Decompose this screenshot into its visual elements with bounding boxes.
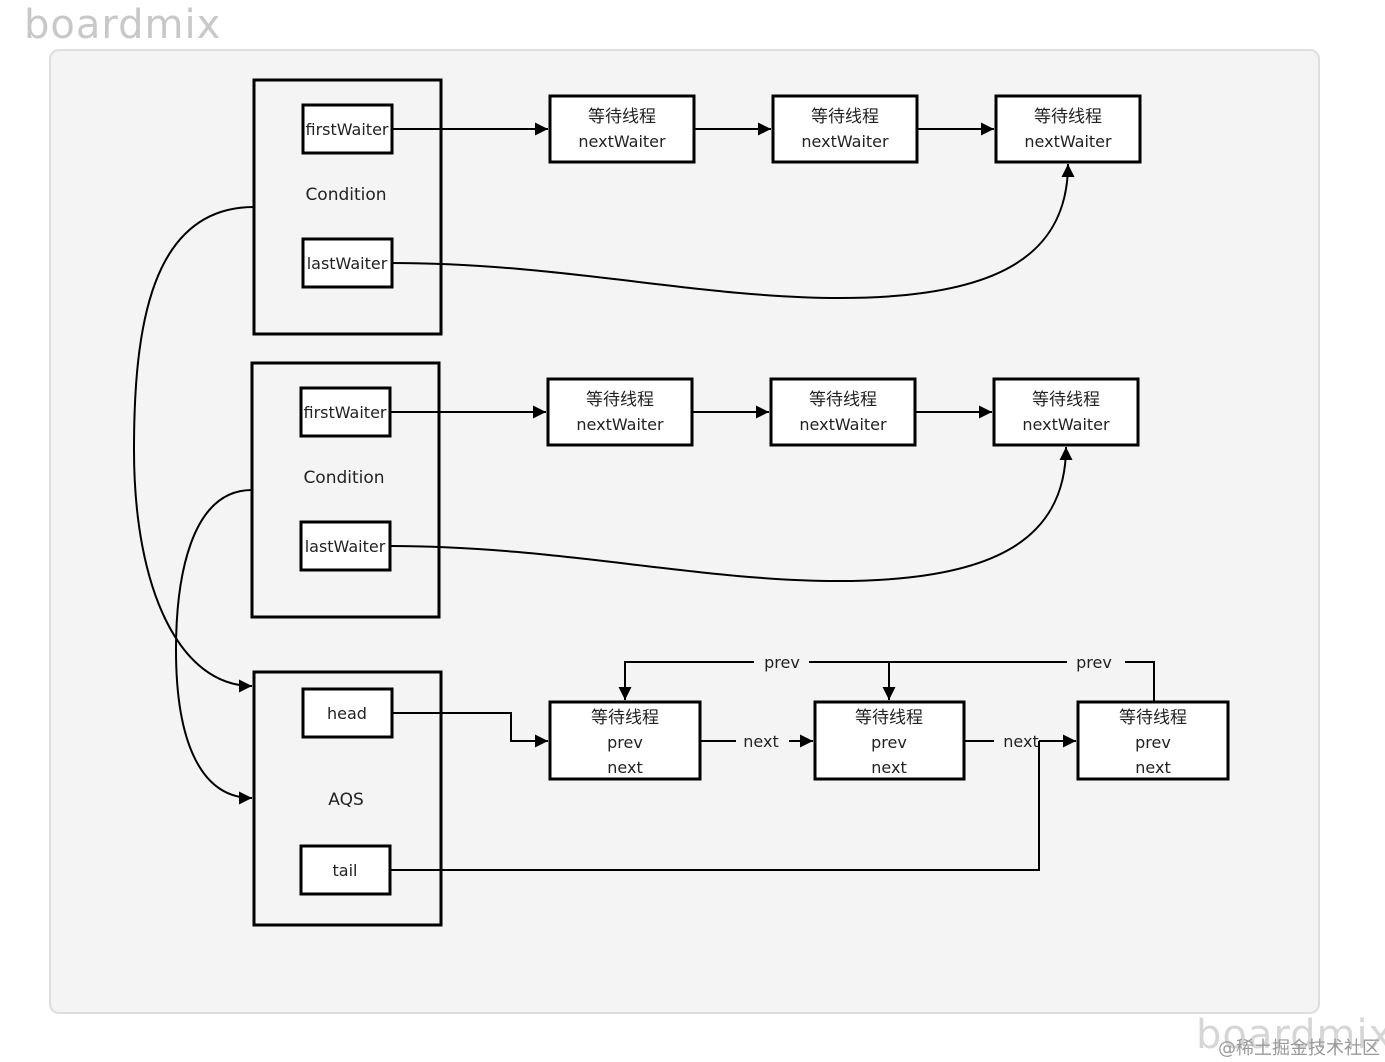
wait-node-field: nextWaiter bbox=[576, 415, 664, 434]
condition-box-2: Condition firstWaiter lastWaiter bbox=[250, 361, 441, 619]
first-waiter-field: firstWaiter bbox=[301, 103, 394, 155]
condition-to-aqs-edges bbox=[132, 206, 255, 805]
wait-node-2-1: 等待线程 nextWaiter bbox=[546, 377, 694, 447]
condition-2-edges bbox=[389, 405, 1073, 583]
wait-node-title: 等待线程 bbox=[1032, 390, 1100, 410]
sync-node-next: next bbox=[871, 758, 906, 777]
condition-label: Condition bbox=[303, 468, 384, 488]
first-waiter-label: firstWaiter bbox=[305, 120, 388, 139]
condition-box-1: Condition firstWaiter lastWaiter bbox=[252, 78, 443, 336]
edge-label-prev-1: prev bbox=[764, 653, 800, 672]
last-waiter-field: lastWaiter bbox=[301, 237, 394, 289]
aqs-box: AQS head tail bbox=[252, 670, 443, 927]
sync-node-prev: prev bbox=[607, 733, 643, 752]
first-waiter-field: firstWaiter bbox=[299, 386, 392, 438]
wait-node-2-3: 等待线程 nextWaiter bbox=[992, 377, 1140, 447]
condition-1-edges bbox=[391, 122, 1075, 300]
edge-label-prev-2: prev bbox=[1076, 653, 1112, 672]
sync-node-title: 等待线程 bbox=[591, 708, 659, 728]
sync-node-1: 等待线程 prev next bbox=[548, 700, 702, 781]
tail-label: tail bbox=[333, 861, 358, 880]
sync-node-3: 等待线程 prev next bbox=[1076, 700, 1230, 781]
head-field: head bbox=[301, 687, 394, 739]
diagram-panel bbox=[49, 49, 1320, 1014]
wait-node-1-1: 等待线程 nextWaiter bbox=[548, 94, 696, 164]
watermark-bottom: boardmix bbox=[1196, 1012, 1385, 1058]
wait-node-title: 等待线程 bbox=[811, 107, 879, 127]
aqs-label: AQS bbox=[328, 790, 364, 810]
last-waiter-field: lastWaiter bbox=[299, 520, 392, 572]
watermark-top: boardmix bbox=[24, 2, 222, 48]
last-waiter-label: lastWaiter bbox=[305, 537, 386, 556]
wait-node-field: nextWaiter bbox=[799, 415, 887, 434]
wait-node-title: 等待线程 bbox=[1034, 107, 1102, 127]
condition-label: Condition bbox=[305, 185, 386, 205]
sync-node-2: 等待线程 prev next bbox=[813, 700, 966, 781]
last-waiter-label: lastWaiter bbox=[307, 254, 388, 273]
tail-field: tail bbox=[299, 844, 392, 896]
first-waiter-label: firstWaiter bbox=[303, 403, 386, 422]
wait-node-field: nextWaiter bbox=[1022, 415, 1110, 434]
edge-label-next-2: next bbox=[1003, 732, 1038, 751]
wait-node-field: nextWaiter bbox=[578, 132, 666, 151]
sync-node-prev: prev bbox=[1135, 733, 1171, 752]
sync-node-prev: prev bbox=[871, 733, 907, 752]
wait-node-2-2: 等待线程 nextWaiter bbox=[769, 377, 917, 447]
sync-node-title: 等待线程 bbox=[855, 708, 923, 728]
wait-node-title: 等待线程 bbox=[586, 390, 654, 410]
wait-node-1-2: 等待线程 nextWaiter bbox=[771, 94, 919, 164]
aqs-edges bbox=[390, 661, 1155, 871]
wait-node-field: nextWaiter bbox=[801, 132, 889, 151]
head-label: head bbox=[327, 704, 367, 723]
wait-node-title: 等待线程 bbox=[588, 107, 656, 127]
sync-node-title: 等待线程 bbox=[1119, 708, 1187, 728]
wait-node-field: nextWaiter bbox=[1024, 132, 1112, 151]
sync-node-next: next bbox=[607, 758, 642, 777]
sync-node-next: next bbox=[1135, 758, 1170, 777]
edge-label-next-1: next bbox=[743, 732, 778, 751]
wait-node-title: 等待线程 bbox=[809, 390, 877, 410]
wait-node-1-3: 等待线程 nextWaiter bbox=[994, 94, 1142, 164]
credit-text: @稀土掘金技术社区 bbox=[1218, 1038, 1380, 1059]
